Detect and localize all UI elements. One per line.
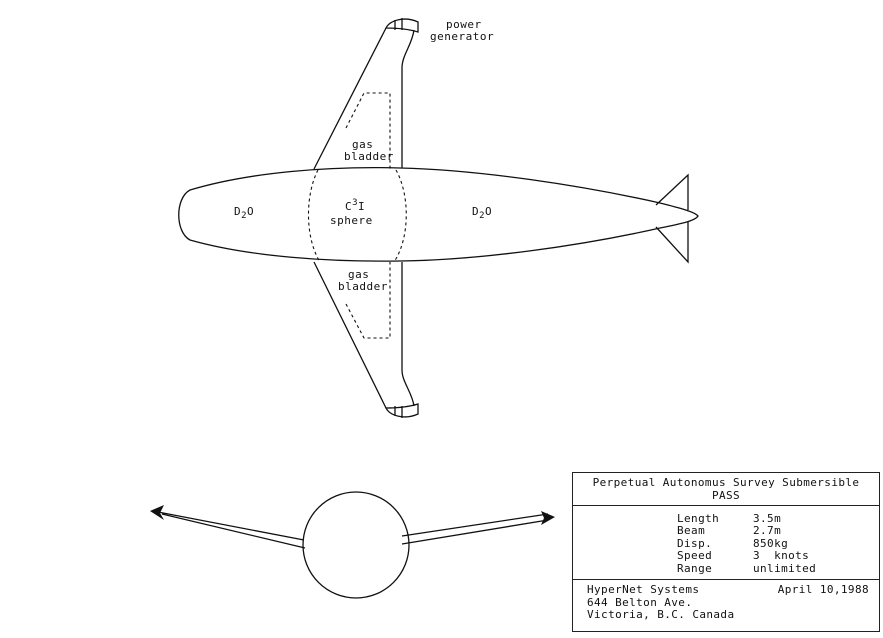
- front-view-left-arrowhead: [150, 505, 164, 520]
- spec-row: Range unlimited: [573, 561, 879, 575]
- title-block-title: Perpetual Autonomus Survey Submersible: [592, 476, 860, 489]
- upper-gas-bladder: [345, 92, 391, 170]
- spec-name: Disp.: [677, 536, 713, 550]
- spec-row: Beam 2.7m: [573, 524, 879, 538]
- gas-bladder-top-label-line2: bladder: [344, 150, 394, 163]
- spec-value: 2.7m: [753, 524, 782, 538]
- c3i-sphere-boundary: [307, 169, 407, 263]
- spec-value: unlimited: [753, 561, 817, 575]
- d2o-right-label: D2O: [472, 205, 492, 221]
- power-generator-label-line1: power: [446, 18, 482, 31]
- front-view-right-wing: [401, 513, 549, 545]
- front-view: [157, 491, 549, 599]
- spec-name: Length: [677, 512, 720, 525]
- hull-outline: [178, 166, 699, 262]
- company-info: HyperNet Systems 644 Belton Ave. Victori…: [573, 580, 879, 622]
- gas-bladder-bottom-label-line1: gas: [348, 268, 369, 281]
- lower-tail-fin: [655, 222, 689, 264]
- spec-value: 850kg: [753, 536, 789, 550]
- upper-wing: [313, 27, 415, 170]
- company-address-line2: Victoria, B.C. Canada: [587, 608, 735, 621]
- spec-name: Range: [677, 561, 713, 575]
- d2o-left-label: D2O: [234, 205, 254, 221]
- company-name: HyperNet Systems: [587, 583, 700, 596]
- gas-bladder-bottom-label-line2: bladder: [338, 280, 388, 293]
- upper-power-generator: [384, 18, 419, 33]
- sphere-label: sphere: [330, 214, 373, 227]
- spec-name: Beam: [677, 524, 706, 538]
- front-view-hull-circle: [302, 491, 410, 599]
- drawing-date: April 10,1988: [777, 583, 869, 596]
- power-generator-label-line2: generator: [430, 30, 494, 43]
- spec-table: Length 3.5m Beam 2.7m Disp. 850kg Speed …: [573, 506, 879, 580]
- front-view-left-wing: [157, 511, 306, 549]
- front-view-right-arrowhead: [541, 511, 555, 525]
- title-block: Perpetual Autonomus Survey Submersible P…: [572, 472, 880, 632]
- spec-row: Speed 3 knots: [573, 549, 879, 563]
- spec-value: 3.5m: [753, 512, 782, 525]
- upper-tail-fin: [655, 173, 689, 210]
- title-block-header: Perpetual Autonomus Survey Submersible P…: [573, 473, 879, 506]
- lower-wing: [313, 261, 415, 409]
- spec-value: 3 knots: [753, 549, 810, 563]
- lower-gas-bladder: [345, 262, 391, 339]
- lower-power-generator: [384, 403, 419, 418]
- spec-row: Length 3.5m: [573, 512, 879, 525]
- c3i-label: C3I: [345, 198, 365, 213]
- spec-row: Disp. 850kg: [573, 536, 879, 550]
- spec-name: Speed: [677, 549, 713, 563]
- company-address-line1: 644 Belton Ave.: [587, 595, 693, 609]
- gas-bladder-top-label-line1: gas: [352, 138, 373, 151]
- title-block-subtitle: PASS: [711, 489, 741, 502]
